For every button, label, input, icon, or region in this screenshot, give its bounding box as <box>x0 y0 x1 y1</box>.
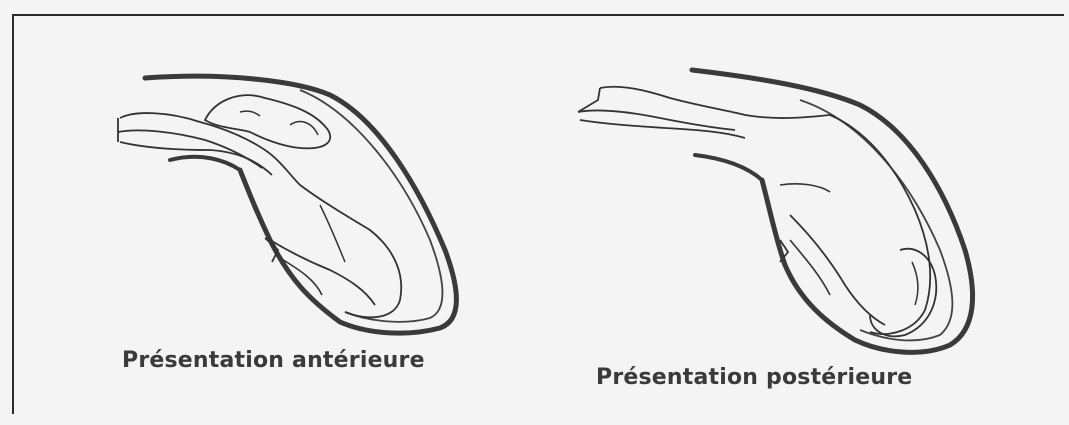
caption-posterior-presentation: Présentation postérieure <box>596 365 912 390</box>
calf-head-posterior <box>870 249 936 337</box>
calf-body-posterior <box>830 115 930 334</box>
uterus-lower-edge-posterior <box>695 155 762 180</box>
caption-anterior-presentation: Présentation antérieure <box>122 348 425 373</box>
